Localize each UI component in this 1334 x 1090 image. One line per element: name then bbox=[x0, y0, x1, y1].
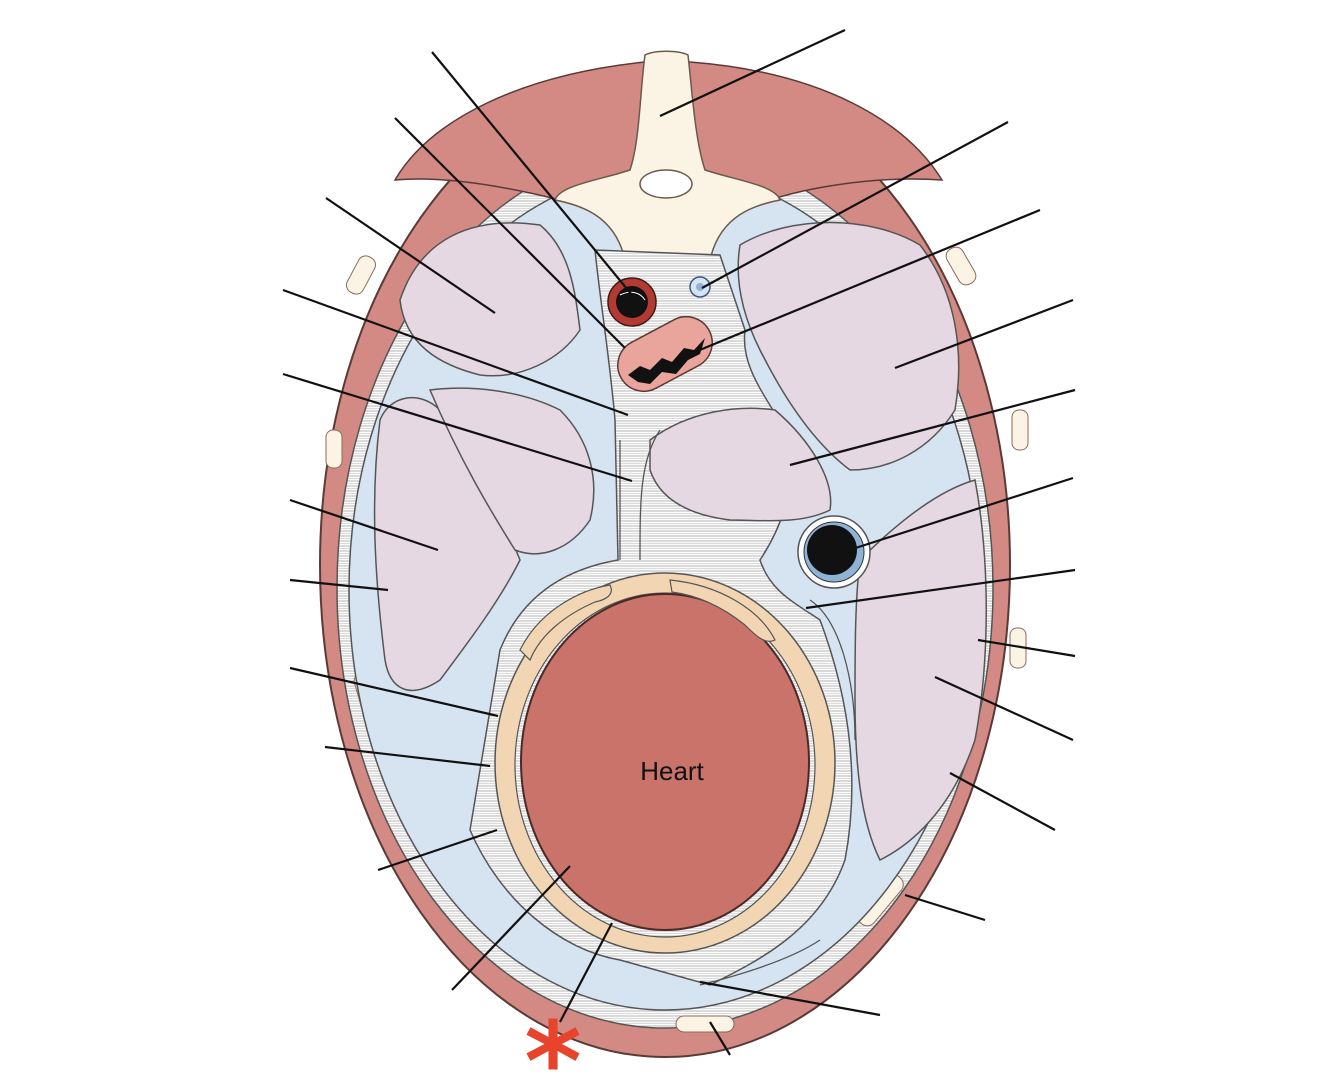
vertebra bbox=[554, 50, 781, 261]
leader-line bbox=[709, 1021, 731, 1056]
leader-line bbox=[659, 29, 846, 117]
lung-lobe-accessory bbox=[649, 407, 832, 522]
leader-line bbox=[805, 568, 1076, 610]
leader-line bbox=[559, 922, 613, 1023]
leader-line bbox=[934, 675, 1074, 742]
lung-lobe-right-cranial bbox=[737, 221, 960, 471]
leader-line bbox=[949, 772, 1056, 831]
heart-label: Heart bbox=[640, 756, 704, 786]
heart bbox=[520, 593, 810, 931]
esophagus bbox=[617, 315, 713, 393]
leader-line bbox=[789, 388, 1076, 467]
leader-line bbox=[839, 476, 1074, 555]
lung-lobe-left-cranial bbox=[399, 222, 581, 377]
leader-line bbox=[689, 208, 1041, 356]
leader-line bbox=[394, 117, 626, 349]
pleural-folds bbox=[619, 429, 856, 986]
leader-line bbox=[699, 980, 881, 1017]
leader-line bbox=[282, 372, 633, 483]
leader-lines bbox=[282, 29, 1076, 1056]
lung-lobe-right-caudal bbox=[854, 479, 987, 862]
leader-line bbox=[325, 197, 496, 314]
caudal-vena-cava bbox=[797, 515, 871, 589]
leader-line bbox=[289, 578, 389, 592]
pericardial-crescent-right bbox=[669, 579, 776, 642]
azygous-vein bbox=[689, 276, 711, 298]
lung-lobes bbox=[373, 221, 987, 862]
leader-line bbox=[289, 666, 499, 718]
leader-line bbox=[282, 288, 629, 417]
lung-lobe-left-dorsal bbox=[428, 387, 595, 555]
rib-segments bbox=[325, 246, 1029, 1033]
pericardial-crescent-left bbox=[519, 584, 612, 662]
spinal-canal bbox=[639, 169, 693, 199]
leader-line bbox=[289, 498, 439, 552]
leader-line bbox=[377, 828, 498, 872]
leader-line bbox=[904, 893, 986, 922]
asterisk-marker: * bbox=[524, 998, 582, 1090]
aorta bbox=[607, 277, 657, 327]
leader-line bbox=[977, 638, 1076, 658]
leader-line bbox=[431, 51, 633, 296]
leader-line bbox=[451, 865, 571, 991]
leader-line bbox=[324, 745, 491, 768]
leader-line bbox=[701, 121, 1009, 289]
leader-line bbox=[894, 298, 1074, 370]
